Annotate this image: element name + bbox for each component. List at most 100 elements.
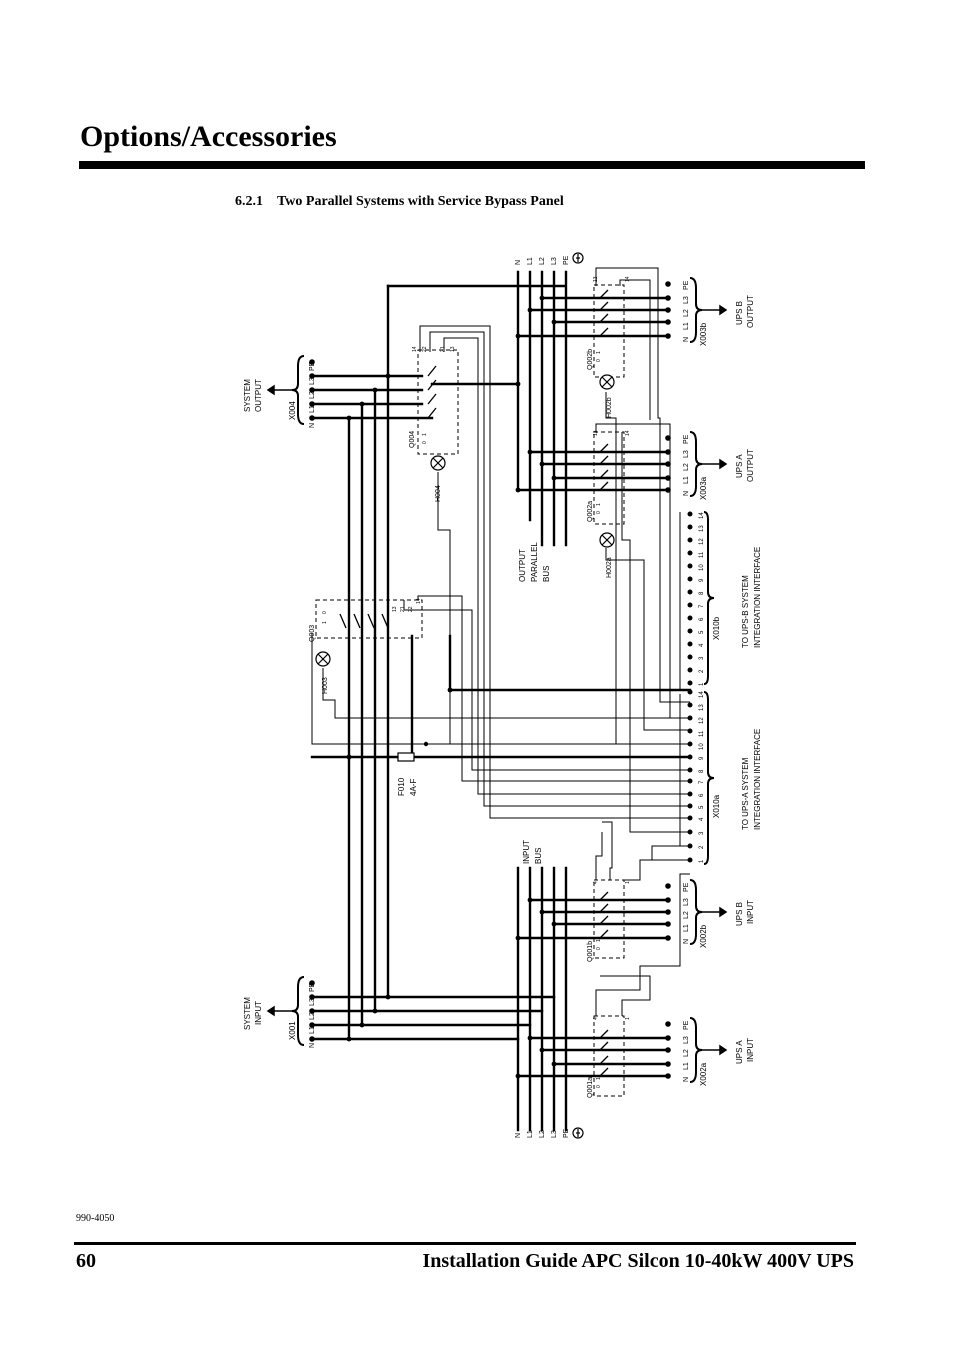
q001b-pos-0: 0 xyxy=(596,947,602,950)
switch-contacts xyxy=(339,289,609,1077)
x003a-label: X003a xyxy=(699,476,708,500)
x010a-3: 3 xyxy=(699,831,705,835)
x010a-1: 1 xyxy=(699,859,705,863)
q001b-contact-4: 4 xyxy=(593,881,599,884)
q003-contact-13: 13 xyxy=(392,606,398,612)
q004-label: Q004 xyxy=(409,431,416,448)
x004-l1: L1 xyxy=(309,405,316,413)
terminal-braces xyxy=(291,277,715,1083)
output-bus-line2: PARALLEL xyxy=(530,542,539,582)
system-output-title-1: SYSTEM xyxy=(243,379,252,412)
q001a-pos-0: 0 xyxy=(596,1085,602,1088)
lamp-h004-icon xyxy=(430,455,446,471)
x010a-14: 14 xyxy=(699,691,705,698)
x001-label: X001 xyxy=(288,1021,297,1040)
q004-pos-0: 0 xyxy=(422,441,428,444)
x010b-9: 9 xyxy=(699,578,705,582)
x002a-l2: L2 xyxy=(683,1049,690,1057)
q002b-pos-0: 0 xyxy=(596,359,602,362)
ups-a-input-line1: UPS A xyxy=(735,1040,744,1064)
output-bus-line3: BUS xyxy=(542,566,551,582)
title-rule xyxy=(79,161,865,169)
ups-b-output-line2: OUTPUT xyxy=(746,295,755,328)
bottom-bus-pe: PE xyxy=(563,1128,570,1138)
x003a-n: N xyxy=(683,491,690,496)
x010b-1: 1 xyxy=(699,682,705,686)
q004-contact-21: 21 xyxy=(440,346,446,352)
footer-rule xyxy=(74,1242,856,1245)
q003-contact-14: 14 xyxy=(416,598,422,604)
x010b-10: 10 xyxy=(699,564,705,571)
x010b-2: 2 xyxy=(699,669,705,673)
ups-b-output-line1: UPS B xyxy=(735,301,744,325)
bottom-bus-l3: L3 xyxy=(551,1130,558,1138)
x001-pe: PE xyxy=(309,982,316,992)
x010b-12: 12 xyxy=(699,538,705,545)
q003-pos-0: 0 xyxy=(322,611,328,614)
x002a-n: N xyxy=(683,1077,690,1082)
x010a-11: 11 xyxy=(699,730,705,737)
x010b-7: 7 xyxy=(699,604,705,608)
x004-l2: L2 xyxy=(309,391,316,399)
system-input-title-1: SYSTEM xyxy=(243,997,252,1030)
x003b-pe: PE xyxy=(683,280,690,290)
ups-a-output-line1: UPS A xyxy=(735,454,744,478)
x001-n: N xyxy=(309,1043,316,1048)
interface-a-line1: TO UPS-A SYSTEM xyxy=(741,757,750,830)
x001-l1: L1 xyxy=(309,1026,316,1034)
q002a-contact-13: 13 xyxy=(593,430,599,436)
q001a-contact-4: 4 xyxy=(593,1017,599,1020)
x010a-4: 4 xyxy=(699,817,705,821)
x010a-5: 5 xyxy=(699,805,705,809)
x003a-l3: L3 xyxy=(683,450,690,458)
q004-contact-22: 22 xyxy=(422,346,428,352)
q003-contact-21: 21 xyxy=(400,606,406,612)
lamps xyxy=(315,374,615,667)
q003-contact-22: 22 xyxy=(408,606,414,612)
lamp-h002b-icon xyxy=(599,374,615,390)
x002a-pe: PE xyxy=(683,1020,690,1030)
q001a-label: Q001a xyxy=(587,1077,594,1098)
q002a-contact-14: 14 xyxy=(625,430,631,436)
q001b-pos-1: 1 xyxy=(596,939,602,942)
q001a-contact-1: 1 xyxy=(625,1017,631,1020)
x003b-n: N xyxy=(683,337,690,342)
x010a-7: 7 xyxy=(699,780,705,784)
top-bus-l2: L2 xyxy=(539,257,546,265)
q002a-pos-0: 0 xyxy=(596,511,602,514)
interface-b-line2: INTEGRATION INTERFACE xyxy=(753,547,762,648)
x003b-l1: L1 xyxy=(683,322,690,330)
top-bus-pe: PE xyxy=(563,255,570,265)
x002a-l1: L1 xyxy=(683,1062,690,1070)
q003-pos-1: 1 xyxy=(322,621,328,624)
q001b-contact-1: 1 xyxy=(625,881,631,884)
x003b-l3: L3 xyxy=(683,296,690,304)
top-bus-l3: L3 xyxy=(551,257,558,265)
f010-label: F010 xyxy=(397,777,406,796)
page-title: Options/Accessories xyxy=(80,120,337,153)
x002b-l3: L3 xyxy=(683,898,690,906)
control-wiring xyxy=(311,267,690,1016)
h002a-label: H002a xyxy=(606,557,613,578)
ups-a-input-line2: INPUT xyxy=(746,1038,755,1062)
q002b-label: Q002b xyxy=(587,349,594,370)
page-number: 60 xyxy=(76,1250,96,1272)
x004-label: X004 xyxy=(288,401,297,420)
x002a-label: X002a xyxy=(699,1062,708,1086)
h004-label: H004 xyxy=(435,485,442,502)
ups-b-input-line1: UPS B xyxy=(735,902,744,926)
x010a-label: X010a xyxy=(712,794,721,818)
q003-label: Q003 xyxy=(309,625,316,642)
q002b-contact-13: 13 xyxy=(593,276,599,282)
x010b-5: 5 xyxy=(699,630,705,634)
system-output-title-2: OUTPUT xyxy=(254,379,263,412)
q004-contact-14: 14 xyxy=(412,346,418,352)
fuse-f010 xyxy=(397,752,415,762)
x010b-11: 11 xyxy=(699,551,705,558)
top-bus-n: N xyxy=(515,260,522,265)
bottom-bus-l2: L2 xyxy=(539,1130,546,1138)
section-number: 6.2.1 xyxy=(235,194,263,209)
x002b-l1: L1 xyxy=(683,924,690,932)
